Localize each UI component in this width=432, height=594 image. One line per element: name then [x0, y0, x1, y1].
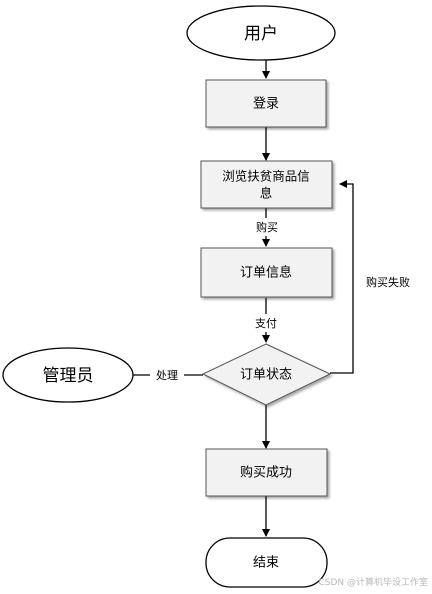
node-login-label: 登录: [253, 97, 279, 112]
node-browse: 浏览扶贫商品信 息: [200, 160, 333, 209]
node-login: 登录: [205, 79, 327, 128]
watermark: CSDN @计算机毕设工作室: [318, 578, 428, 588]
node-order-info-label: 订单信息: [240, 265, 292, 281]
node-user: 用户: [186, 5, 336, 61]
node-success: 购买成功: [205, 448, 328, 497]
node-browse-label-line2: 息: [260, 186, 273, 201]
node-admin: 管理员: [2, 347, 134, 403]
node-order-status-label: 订单状态: [240, 368, 292, 383]
edge-label-bg-buy: [250, 218, 284, 236]
node-success-label: 购买成功: [240, 465, 292, 481]
edge-label-pay: 支付: [255, 317, 277, 330]
edge-label-bg-handle: [150, 366, 184, 384]
node-user-label: 用户: [244, 24, 278, 44]
node-end-label: 结束: [253, 556, 279, 571]
node-end: 结束: [205, 537, 328, 588]
edge-label-bg-pay: [249, 314, 283, 332]
node-order-status: 订单状态: [201, 343, 332, 406]
node-order-info: 订单信息: [200, 247, 333, 298]
edge-label-fail: 购买失败: [366, 275, 410, 289]
node-admin-label: 管理员: [43, 366, 94, 386]
edge-label-handle: 处理: [156, 369, 178, 382]
edge-label-buy: 购买: [256, 220, 278, 234]
node-browse-label-line1: 浏览扶贫商品信: [222, 169, 310, 184]
edge-fail-loop: [330, 180, 354, 374]
